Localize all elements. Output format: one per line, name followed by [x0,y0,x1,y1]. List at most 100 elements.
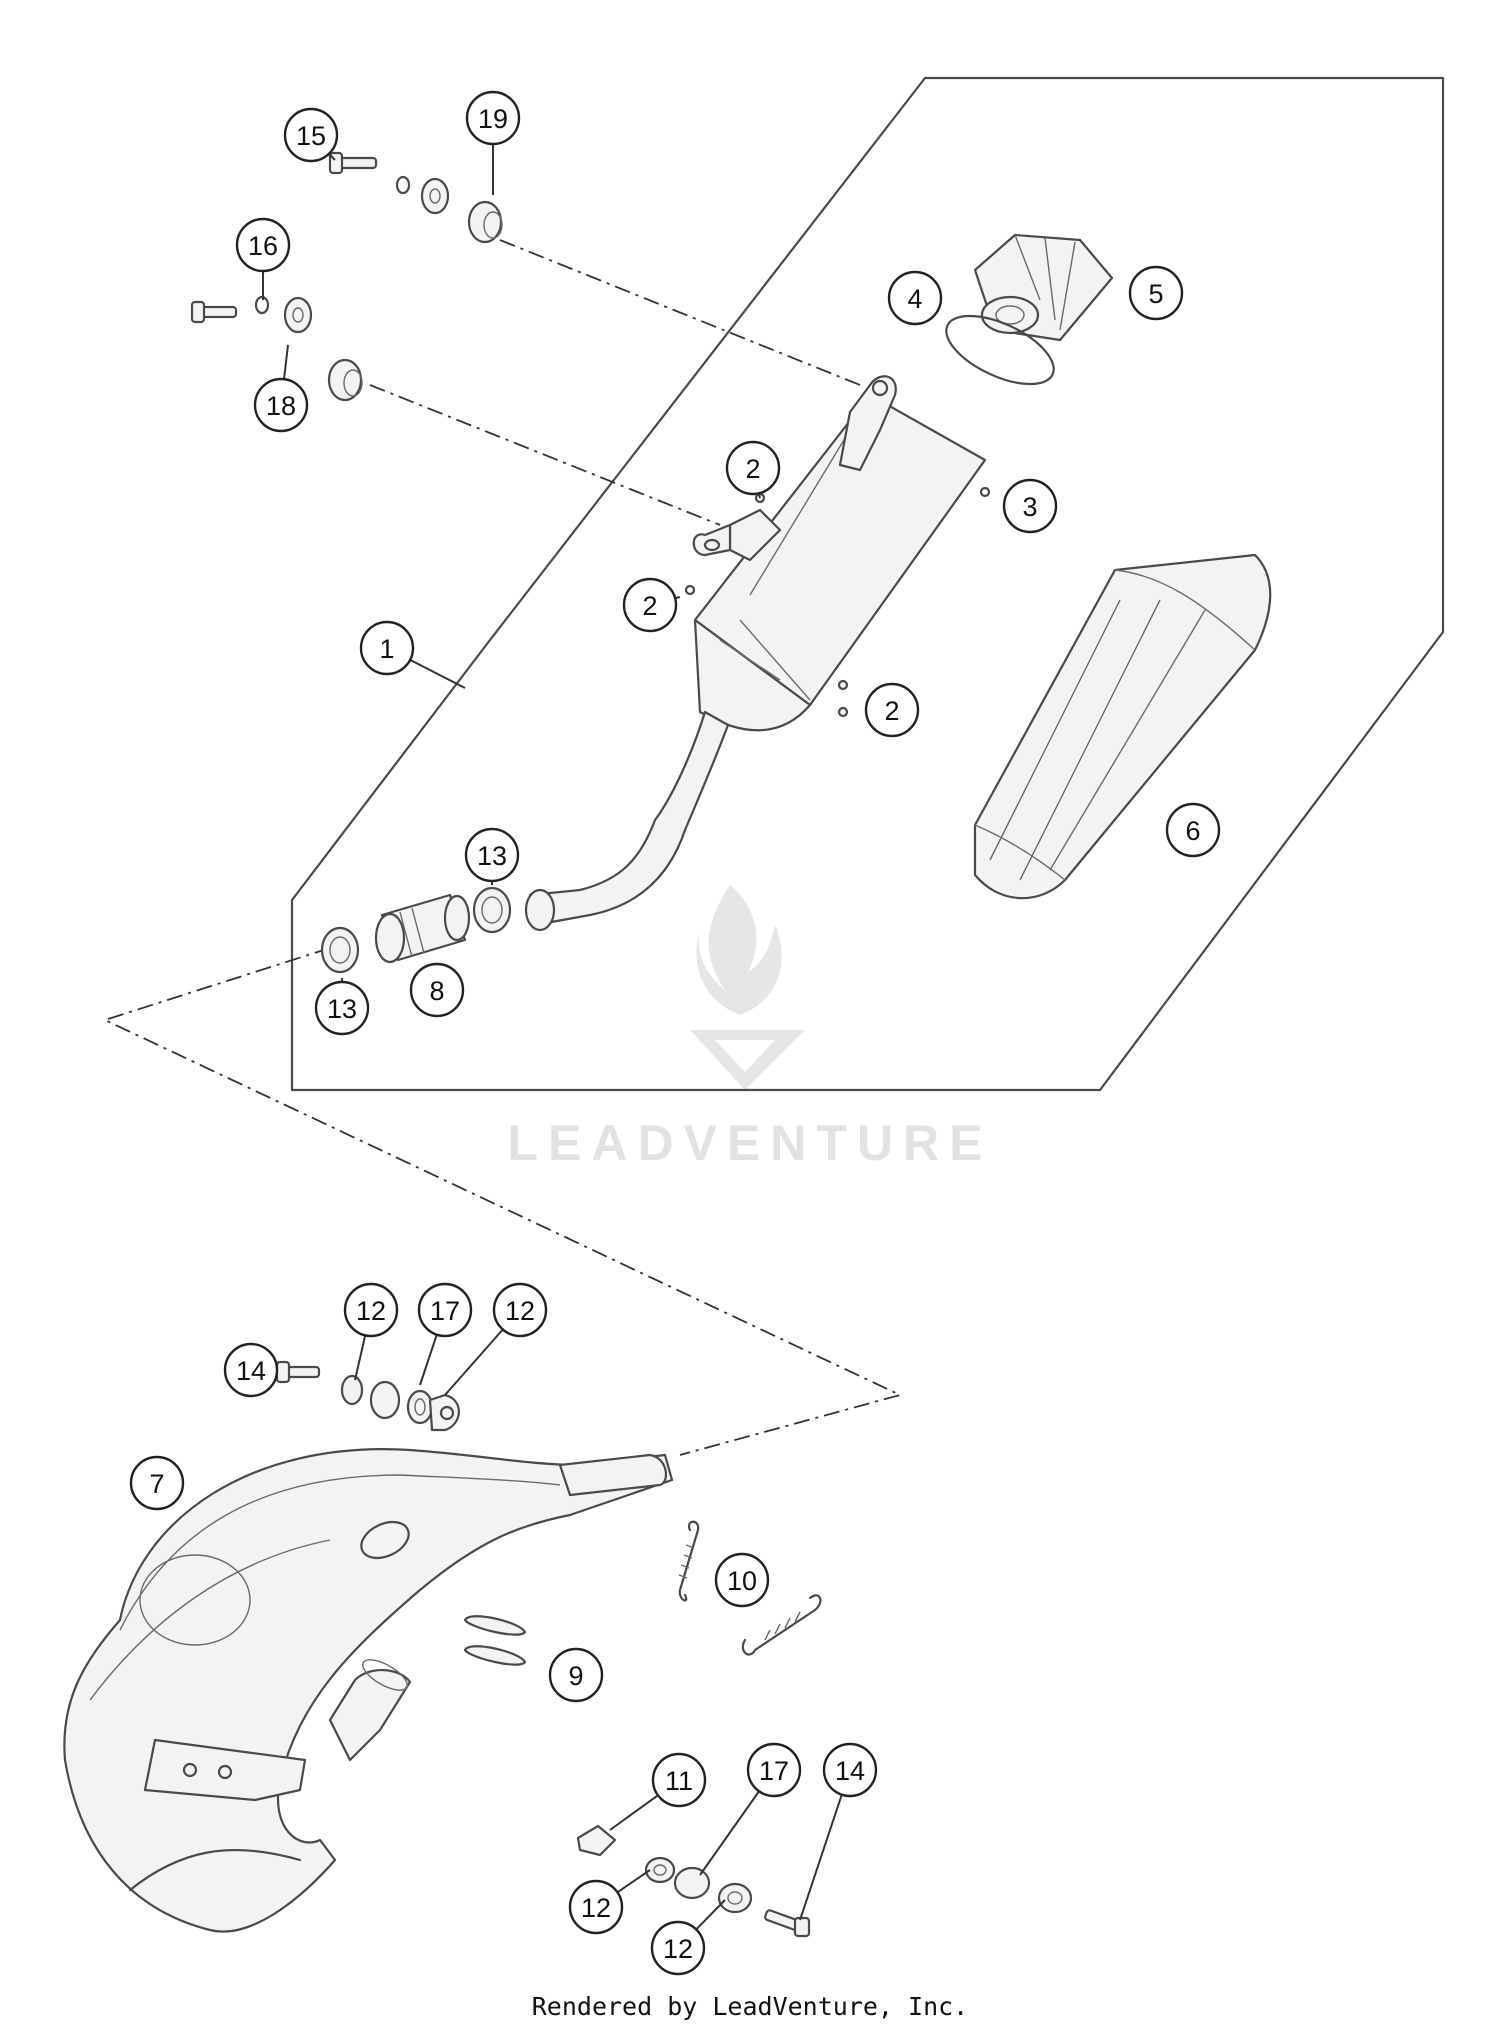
callout-18: 18 [253,377,309,433]
callout-1: 1 [359,620,415,676]
pipe-mount-hardware [275,1360,434,1425]
callout-circle [622,577,678,633]
assembly-centre-lines [102,239,903,1456]
flame-logo-icon [696,885,782,1015]
callout-8: 8 [409,962,465,1018]
callout-number: 1 [379,634,394,664]
end-cap-part [973,233,1114,342]
callout-17: 17 [417,1282,473,1338]
spring-parts [678,1520,822,1656]
gasket-parts [463,1615,527,1666]
exhaust-pipe-part [63,1393,674,1933]
callout-14: 14 [223,1342,279,1398]
callout-number: 2 [642,591,657,621]
callout-circle [492,1282,548,1338]
callout-circle [650,1920,706,1976]
leader-line-11 [609,1794,659,1831]
o-ring-part [945,314,1055,386]
callout-number: 8 [429,976,444,1006]
callout-number: 12 [505,1296,535,1326]
callout-number: 19 [478,104,508,134]
callout-number: 12 [663,1934,693,1964]
callout-circle [359,620,415,676]
callout-circle [409,962,465,1018]
watermark-text: LEADVENTURE [507,1115,992,1171]
callout-circle [746,1742,802,1798]
callout-number: 17 [430,1296,460,1326]
callout-15: 15 [283,107,339,163]
callout-circle [1128,265,1184,321]
leader-line-17 [419,1334,438,1386]
callout-circle [343,1282,399,1338]
callout-circle [864,682,920,738]
callout-circle [548,1647,604,1703]
callout-number: 12 [581,1893,611,1923]
callout-2: 2 [622,577,678,633]
callout-number: 6 [1185,816,1200,846]
callout-circle [314,980,370,1036]
callout-number: 17 [759,1756,789,1786]
callout-circle [1002,478,1058,534]
connector-pipe-part [528,710,730,927]
callout-12: 12 [492,1282,548,1338]
callout-number: 3 [1022,492,1037,522]
callout-circle [464,827,520,883]
bracket-hardware [576,1824,811,1938]
callout-5: 5 [1128,265,1184,321]
callout-circle [235,217,291,273]
callout-6: 6 [1165,802,1221,858]
leader-line-12 [616,1869,651,1894]
callout-circle [725,440,781,496]
callout-10: 10 [714,1552,770,1608]
sleeve-part [374,893,471,964]
callout-number: 2 [745,454,760,484]
callout-12: 12 [343,1282,399,1338]
callout-circle [465,90,521,146]
seal-ring-upper [472,886,512,934]
callout-number: 9 [568,1661,583,1691]
v-logo-icon [690,1030,805,1090]
callout-2: 2 [725,440,781,496]
silencer-outer-part [973,553,1272,900]
callout-number: 15 [296,121,326,151]
callout-circle [129,1455,185,1511]
callout-circle [417,1282,473,1338]
leader-line-1 [409,658,466,689]
leader-line-12 [354,1335,367,1381]
callout-11: 11 [651,1752,707,1808]
callout-number: 12 [356,1296,386,1326]
seal-ring-lower [320,926,360,974]
callout-12: 12 [650,1920,706,1976]
callout-19: 19 [465,90,521,146]
callout-number: 4 [907,284,922,314]
callout-number: 13 [327,994,357,1024]
callout-12: 12 [568,1879,624,1935]
callout-circle [651,1752,707,1808]
callout-4: 4 [887,270,943,326]
upper-mount-hardware [328,151,503,244]
leader-lines [262,144,843,1931]
leader-line-17 [699,1790,760,1876]
callout-number: 14 [236,1356,266,1386]
render-credit: Rendered by LeadVenture, Inc. [532,1992,969,2021]
callout-number: 7 [149,1469,164,1499]
callout-13: 13 [314,980,370,1036]
callout-circle [822,1742,878,1798]
callout-number: 10 [727,1566,757,1596]
connector-pipe-end [524,888,556,932]
callout-14: 14 [822,1742,878,1798]
callout-7: 7 [129,1455,185,1511]
callout-number: 18 [266,391,296,421]
callout-16: 16 [235,217,291,273]
leader-line-14 [799,1794,843,1921]
callout-number: 13 [477,841,507,871]
callout-2: 2 [864,682,920,738]
callout-number: 11 [665,1766,693,1796]
callout-circle [223,1342,279,1398]
callout-3: 3 [1002,478,1058,534]
leader-line-12 [444,1328,504,1396]
leader-line-15 [328,153,336,161]
leader-line-18 [283,344,289,380]
